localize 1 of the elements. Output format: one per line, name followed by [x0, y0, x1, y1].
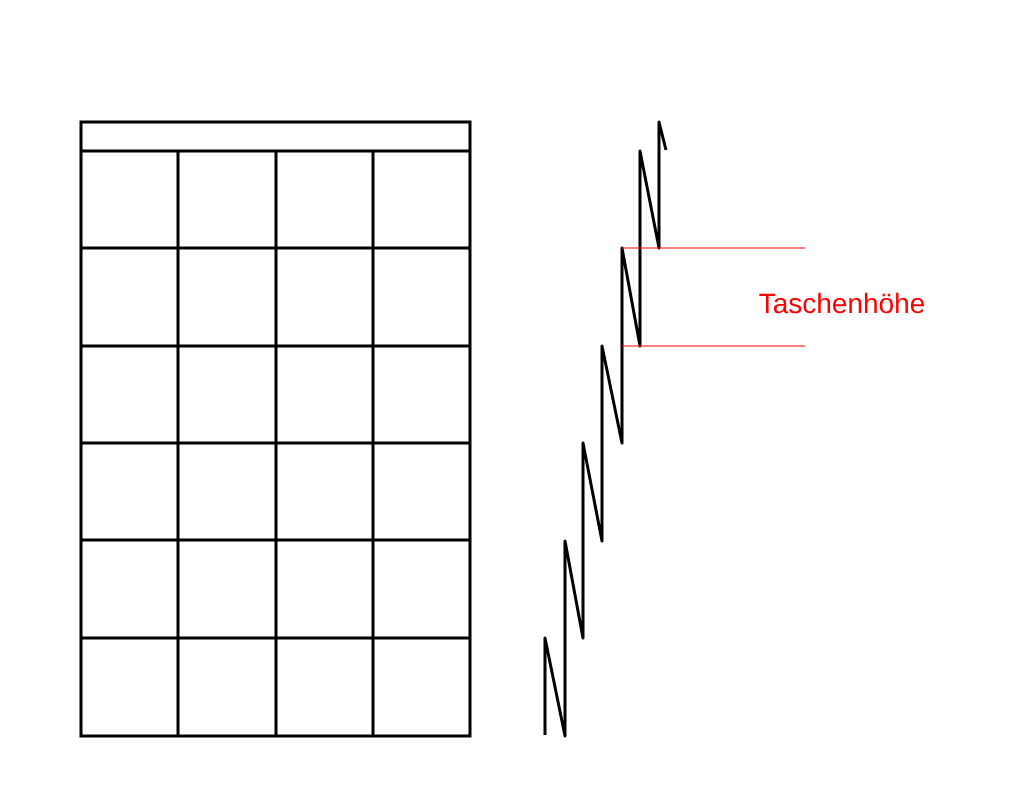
dimension-label: Taschenhöhe	[759, 292, 925, 314]
